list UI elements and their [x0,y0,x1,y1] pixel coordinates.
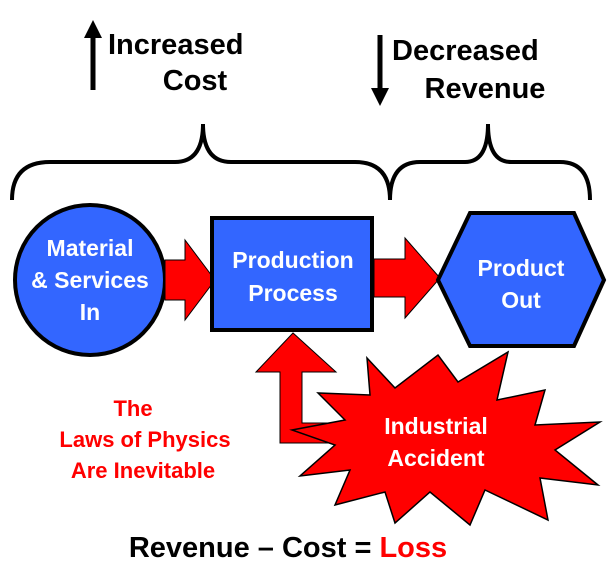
input-label-1: Material [47,235,134,261]
equation: Revenue – Cost = Loss [129,532,447,564]
input-label-3: In [80,299,100,325]
decreased-label: Decreased [392,35,539,67]
accident-label-1: Industrial [384,413,488,439]
output-label-2: Out [501,287,541,313]
equation-left: Revenue – Cost = [129,532,380,564]
process-label-1: Production [232,247,353,273]
down-arrow-icon [371,35,389,106]
equation-result: Loss [379,532,447,564]
physics-note-1: The [113,396,152,421]
flow-arrow-2 [373,236,441,320]
revenue-brace [388,123,592,201]
physics-note-3: Are Inevitable [71,458,215,483]
output-label-1: Product [478,255,565,281]
physics-note-2: Laws of Physics [59,427,230,452]
flow-arrow-1 [164,238,216,322]
cost-label: Cost [163,65,228,97]
revenue-label: Revenue [425,73,546,105]
product-out-node [435,211,607,348]
process-label-2: Process [248,280,338,306]
production-process-node [210,216,374,332]
increased-label: Increased [108,29,243,61]
up-arrow-icon [84,20,102,90]
input-label-2: & Services [31,267,149,293]
cost-brace [10,123,392,201]
accident-label-2: Accident [387,445,484,471]
industrial-accident-starburst [289,350,603,527]
